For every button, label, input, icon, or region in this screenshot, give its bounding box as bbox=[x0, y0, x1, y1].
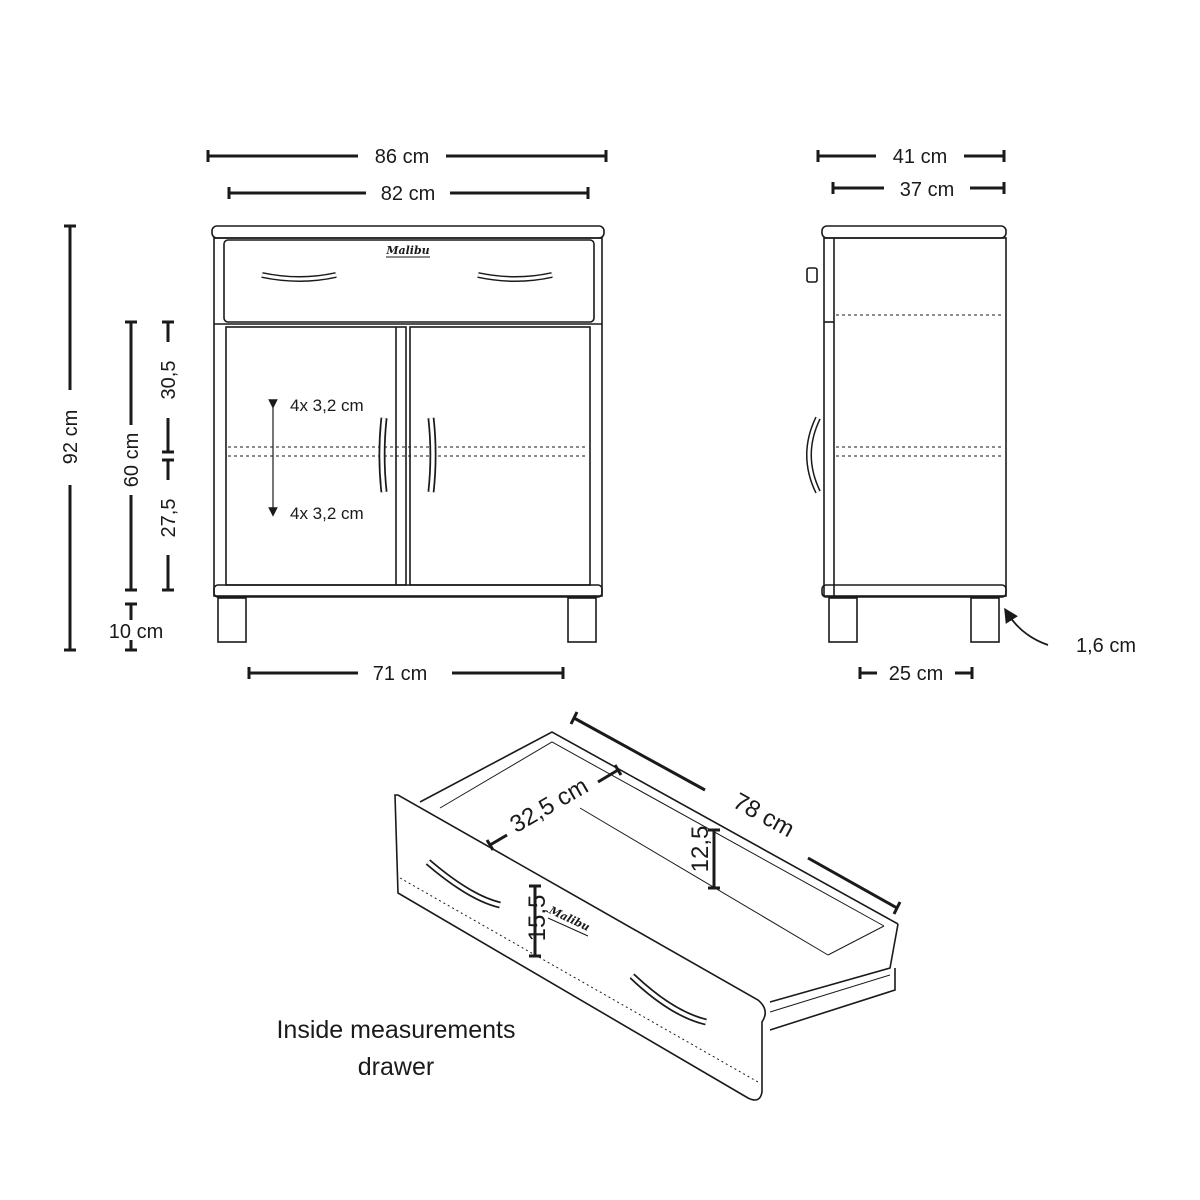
drawer-width-label: 32,5 cm bbox=[506, 772, 593, 838]
drawer-front-panel bbox=[394, 794, 766, 1101]
height-upper-dimension bbox=[162, 320, 174, 454]
drawer-view-handle-left bbox=[425, 859, 501, 909]
side-view bbox=[806, 225, 1007, 643]
front-top-panel bbox=[211, 225, 605, 239]
drawer-handle-left-inner bbox=[261, 273, 337, 281]
drawer-logo-underline bbox=[547, 917, 589, 937]
side-depth-total-label: 41 cm bbox=[893, 146, 947, 168]
front-carcass bbox=[213, 237, 603, 597]
height-total-dimension bbox=[64, 224, 76, 652]
front-width-dimension bbox=[206, 150, 608, 162]
side-back-leg bbox=[970, 597, 1000, 643]
front-leg-span-dimension bbox=[247, 667, 565, 679]
height-upper-label: 30,5 bbox=[158, 361, 180, 400]
drawer-caption-line2: drawer bbox=[358, 1053, 434, 1081]
drawer-side-inner bbox=[827, 925, 885, 956]
height-total-label: 92 cm bbox=[60, 410, 82, 464]
leg-height-label: 10 cm bbox=[109, 621, 163, 643]
drawer-floor-line bbox=[579, 807, 829, 956]
side-depth-body-label: 37 cm bbox=[900, 179, 954, 201]
door-gap-label: 1,6 cm bbox=[1076, 635, 1136, 657]
height-lower-label: 27,5 bbox=[158, 499, 180, 538]
drawer-caption-line1: Inside measurements bbox=[276, 1016, 515, 1044]
door-gap-arrow bbox=[1004, 607, 1049, 646]
drawer-brand-logo: Malibu bbox=[546, 903, 592, 934]
side-carcass bbox=[823, 237, 1007, 597]
door-handle-left-inner bbox=[380, 417, 386, 493]
front-top-width-dimension bbox=[227, 187, 590, 199]
drawer-depth-label: 78 cm bbox=[729, 788, 799, 843]
drawer-back-height-dimension bbox=[708, 828, 720, 890]
leg-height-dimension bbox=[125, 602, 137, 652]
drawer-runner-line bbox=[769, 974, 891, 1013]
shelf-lower-label: 4x 3,2 cm bbox=[290, 504, 364, 523]
door-handle-right-inner bbox=[429, 417, 435, 493]
front-leg-span-label: 71 cm bbox=[373, 663, 427, 685]
side-body-depth-dimension bbox=[831, 182, 1006, 194]
drawer-back-rim bbox=[419, 731, 899, 925]
drawer-back-height-label: 12,5 bbox=[687, 826, 714, 873]
front-right-leg bbox=[567, 597, 597, 643]
front-plinth bbox=[213, 584, 603, 598]
front-drawer bbox=[223, 239, 595, 323]
drawer-handle-right-inner bbox=[477, 273, 553, 281]
front-width-total-label: 86 cm bbox=[375, 146, 429, 168]
drawer-front-dashed-line bbox=[399, 877, 759, 1083]
side-front-leg bbox=[828, 597, 858, 643]
height-body-label: 60 cm bbox=[121, 433, 143, 487]
front-left-leg bbox=[217, 597, 247, 643]
front-view bbox=[211, 225, 605, 643]
drawer-view bbox=[394, 731, 899, 1101]
drawer-view-handle-right-inner bbox=[630, 974, 707, 1024]
drawer-front-height-label: 15,5 bbox=[524, 895, 551, 942]
drawer-front-height-dimension bbox=[529, 884, 541, 958]
side-leg-span-dimension bbox=[858, 667, 974, 679]
side-depth-dimension bbox=[816, 150, 1006, 162]
drawer-back-rim-inner bbox=[439, 741, 885, 927]
drawer-view-handle-left-inner bbox=[426, 860, 501, 907]
drawer-depth-dimension bbox=[569, 711, 902, 915]
front-width-top-label: 82 cm bbox=[381, 183, 435, 205]
drawer-runner bbox=[769, 968, 896, 1031]
side-drawer-handle bbox=[806, 267, 818, 283]
drawer-side-rim bbox=[769, 923, 899, 1003]
side-leg-span-label: 25 cm bbox=[889, 663, 943, 685]
height-lower-dimension bbox=[162, 458, 174, 592]
side-top-panel bbox=[821, 225, 1007, 239]
drawer-width-dimension bbox=[485, 764, 623, 851]
drawer-view-handle-right bbox=[629, 973, 707, 1026]
shelf-upper-label: 4x 3,2 cm bbox=[290, 396, 364, 415]
side-door-handle-inner bbox=[807, 417, 820, 493]
height-body-dimension bbox=[125, 320, 137, 592]
front-brand-logo: Malibu bbox=[385, 244, 429, 257]
side-plinth bbox=[821, 584, 1007, 598]
